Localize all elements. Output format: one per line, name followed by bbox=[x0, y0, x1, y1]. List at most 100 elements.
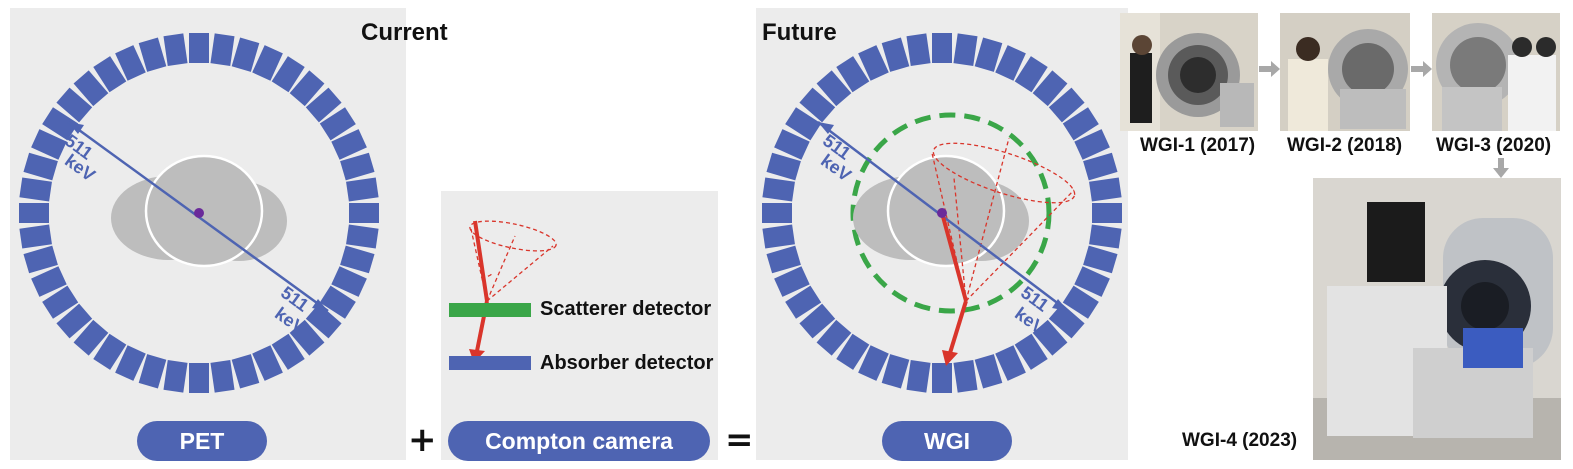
detector-tile bbox=[836, 56, 870, 93]
detector-tile bbox=[953, 33, 978, 66]
detector-tile bbox=[189, 33, 209, 63]
detector-tile bbox=[31, 129, 67, 160]
detector-tile bbox=[1074, 266, 1110, 297]
detector-tile bbox=[799, 87, 836, 123]
detector-tile bbox=[1089, 224, 1122, 249]
detector-tile bbox=[252, 45, 283, 81]
detector-tile bbox=[774, 129, 810, 160]
detector-tile bbox=[881, 37, 910, 72]
wgi-pill: WGI bbox=[882, 421, 1012, 461]
detector-tile bbox=[774, 266, 810, 297]
compton-camera-pill: Compton camera bbox=[448, 421, 710, 461]
wgi1-caption: WGI-1 (2017) bbox=[1140, 135, 1256, 156]
detector-tile bbox=[1032, 70, 1068, 107]
wgi4-photo bbox=[1313, 178, 1561, 460]
detector-tile bbox=[1083, 245, 1118, 274]
detector-tile bbox=[138, 354, 167, 389]
detector-tile bbox=[1014, 333, 1048, 370]
detector-tile bbox=[785, 285, 822, 319]
detector-tile bbox=[115, 345, 146, 381]
compton-panel bbox=[441, 191, 718, 460]
detector-tile bbox=[31, 266, 67, 297]
detector-tile bbox=[115, 45, 146, 81]
wgi-detector-ring bbox=[762, 33, 1122, 393]
detector-tile bbox=[995, 345, 1026, 381]
detector-tile bbox=[349, 203, 379, 223]
detector-tile bbox=[19, 177, 52, 202]
detector-tile bbox=[231, 354, 260, 389]
detector-tile bbox=[42, 285, 79, 319]
detector-tile bbox=[319, 285, 356, 319]
detector-tile bbox=[346, 177, 379, 202]
detector-tile bbox=[762, 177, 795, 202]
detector-tile bbox=[932, 33, 952, 63]
detector-tile bbox=[785, 107, 822, 141]
scatterer-detector-label: Scatterer detector bbox=[540, 298, 712, 320]
detector-tile bbox=[799, 303, 836, 339]
detector-tile bbox=[19, 203, 49, 223]
detector-tile bbox=[189, 363, 209, 393]
detector-tile bbox=[974, 37, 1003, 72]
detector-tile bbox=[1089, 177, 1122, 202]
detector-tile bbox=[56, 87, 93, 123]
plus-operator: + bbox=[408, 420, 437, 460]
detector-tile bbox=[331, 266, 367, 297]
pet-pill: PET bbox=[137, 421, 267, 461]
pet-detector-ring bbox=[19, 33, 379, 393]
detector-tile bbox=[56, 303, 93, 339]
detector-tile bbox=[858, 345, 889, 381]
pet-phantom bbox=[111, 154, 287, 268]
detector-tile bbox=[210, 360, 235, 393]
detector-tile bbox=[995, 45, 1026, 81]
detector-tile bbox=[1048, 303, 1085, 339]
detector-tile bbox=[210, 33, 235, 66]
detector-tile bbox=[762, 224, 795, 249]
detector-tile bbox=[305, 87, 342, 123]
detector-tile bbox=[932, 363, 952, 393]
detector-tile bbox=[816, 70, 852, 107]
detector-tile bbox=[974, 354, 1003, 389]
absorber-detector-bar bbox=[449, 356, 531, 370]
detector-tile bbox=[163, 33, 188, 66]
absorber-detector-label: Absorber detector bbox=[540, 352, 714, 374]
detector-tile bbox=[138, 37, 167, 72]
wgi1-photo bbox=[1120, 13, 1258, 131]
detector-tile bbox=[766, 245, 801, 274]
compton-diagram bbox=[449, 220, 557, 370]
wgi2-caption: WGI-2 (2018) bbox=[1287, 135, 1403, 156]
wgi3-caption: WGI-3 (2020) bbox=[1436, 135, 1552, 156]
detector-tile bbox=[252, 345, 283, 381]
detector-tile bbox=[340, 245, 375, 274]
detector-tile bbox=[271, 56, 305, 93]
wgi-ring-diagram: 511 keV 511 keV bbox=[762, 33, 1122, 393]
current-heading: Current bbox=[361, 19, 448, 46]
detector-tile bbox=[1083, 152, 1118, 181]
detector-tile bbox=[1062, 285, 1099, 319]
pet-ring-diagram: 511 keV 511 keV bbox=[19, 33, 379, 393]
detector-tile bbox=[19, 224, 52, 249]
detector-tile bbox=[953, 360, 978, 393]
detector-tile bbox=[858, 45, 889, 81]
detector-tile bbox=[340, 152, 375, 181]
detector-tile bbox=[289, 319, 325, 356]
equals-operator: = bbox=[725, 420, 754, 460]
detector-tile bbox=[816, 319, 852, 356]
detector-tile bbox=[23, 245, 58, 274]
detector-tile bbox=[1014, 56, 1048, 93]
scatterer-ring bbox=[850, 112, 1052, 314]
scatterer-detector-bar bbox=[449, 303, 531, 317]
detector-tile bbox=[289, 70, 325, 107]
wgi3-photo bbox=[1432, 13, 1560, 131]
wgi4-caption: WGI-4 (2023) bbox=[1182, 430, 1298, 451]
detector-tile bbox=[1062, 107, 1099, 141]
detector-tile bbox=[766, 152, 801, 181]
detector-tile bbox=[331, 129, 367, 160]
detector-tile bbox=[906, 360, 931, 393]
detector-tile bbox=[231, 37, 260, 72]
detector-tile bbox=[271, 333, 305, 370]
detector-tile bbox=[305, 303, 342, 339]
detector-tile bbox=[73, 319, 109, 356]
future-heading: Future bbox=[762, 19, 837, 46]
detector-tile bbox=[93, 56, 127, 93]
wgi2-photo bbox=[1280, 13, 1410, 131]
